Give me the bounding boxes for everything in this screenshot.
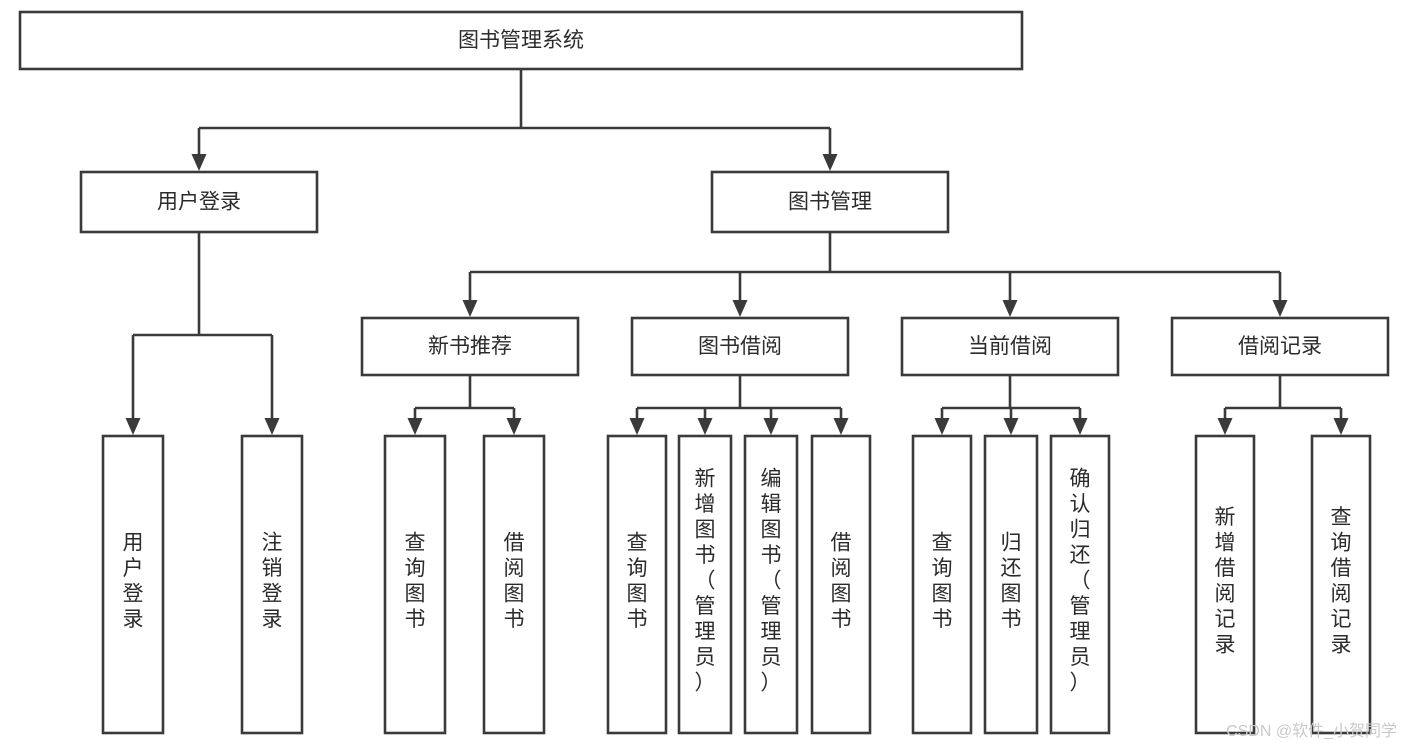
node-box-leaf-query-book-1	[383, 434, 447, 735]
node-new-book-rec[interactable]: 新书推荐	[360, 316, 580, 377]
node-label-leaf-query-book-1: 查询图书	[405, 531, 426, 631]
node-root[interactable]: 图书管理系统	[18, 10, 1024, 71]
node-leaf-query-book-3[interactable]: 查询图书	[911, 434, 973, 735]
node-label-book-borrow: 图书借阅	[698, 335, 782, 358]
node-box-borrow-record	[1170, 316, 1390, 377]
node-label-leaf-return-book: 归还图书	[1001, 531, 1022, 631]
arrow-head-icon-book-manage	[822, 154, 838, 171]
csdn-watermark: CSDN @软件_小贺同学	[1226, 723, 1397, 740]
node-box-leaf-return-book	[983, 434, 1039, 735]
arrow-head-icon-leaf-add-book	[697, 418, 713, 435]
node-label-leaf-query-record: 查询借阅记录	[1331, 506, 1352, 657]
node-box-leaf-logout	[240, 434, 304, 735]
arrow-head-icon-leaf-query-book-2	[629, 418, 645, 435]
node-label-new-book-rec: 新书推荐	[428, 335, 512, 358]
node-label-leaf-confirm-return: 确认归还（管理员）	[1070, 468, 1091, 695]
node-label-leaf-user-login: 用户登录	[123, 531, 144, 631]
node-label-leaf-query-book-3: 查询图书	[932, 531, 953, 631]
node-leaf-add-book[interactable]: 新增图书（管理员）	[677, 434, 733, 735]
node-box-leaf-borrow-book-1	[482, 434, 546, 735]
arrow-head-icon-leaf-edit-book	[763, 418, 779, 435]
arrow-head-icon-user-login	[191, 154, 207, 171]
node-label-borrow-record: 借阅记录	[1238, 335, 1322, 358]
node-book-borrow[interactable]: 图书借阅	[630, 316, 850, 377]
node-box-current-borrow	[900, 316, 1120, 377]
arrow-head-icon-book-borrow	[732, 300, 748, 317]
node-label-leaf-add-record: 新增借阅记录	[1215, 506, 1236, 657]
node-box-root	[18, 10, 1024, 71]
node-label-leaf-logout: 注销登录	[262, 531, 283, 631]
node-leaf-confirm-return[interactable]: 确认归还（管理员）	[1049, 434, 1111, 735]
node-box-new-book-rec	[360, 316, 580, 377]
arrow-head-icon-leaf-query-book-1	[407, 418, 423, 435]
arrow-head-icon-leaf-logout	[264, 418, 280, 435]
node-leaf-return-book[interactable]: 归还图书	[983, 434, 1039, 735]
arrow-head-icon-leaf-borrow-book-1	[506, 418, 522, 435]
arrow-head-icon-leaf-add-record	[1217, 418, 1233, 435]
node-box-book-borrow	[630, 316, 850, 377]
arrow-head-icon-leaf-query-book-3	[934, 418, 950, 435]
arrow-head-icon-borrow-record	[1272, 300, 1288, 317]
node-leaf-user-login[interactable]: 用户登录	[101, 434, 165, 735]
node-box-leaf-confirm-return	[1049, 434, 1111, 735]
node-leaf-borrow-book-2[interactable]: 借阅图书	[810, 434, 872, 735]
node-box-user-login	[79, 170, 319, 234]
node-box-leaf-query-book-3	[911, 434, 973, 735]
node-box-leaf-edit-book	[743, 434, 799, 735]
node-label-book-manage: 图书管理	[788, 191, 872, 214]
node-leaf-query-book-2[interactable]: 查询图书	[606, 434, 668, 735]
arrow-head-icon-leaf-confirm-return	[1072, 418, 1088, 435]
node-borrow-record[interactable]: 借阅记录	[1170, 316, 1390, 377]
node-leaf-query-record[interactable]: 查询借阅记录	[1310, 434, 1372, 735]
node-book-manage[interactable]: 图书管理	[710, 170, 950, 234]
node-label-user-login: 用户登录	[157, 191, 241, 214]
node-leaf-add-record[interactable]: 新增借阅记录	[1194, 434, 1256, 735]
node-user-login[interactable]: 用户登录	[79, 170, 319, 234]
node-leaf-query-book-1[interactable]: 查询图书	[383, 434, 447, 735]
node-label-leaf-add-book: 新增图书（管理员）	[695, 468, 716, 695]
node-current-borrow[interactable]: 当前借阅	[900, 316, 1120, 377]
node-box-leaf-query-record	[1310, 434, 1372, 735]
node-leaf-borrow-book-1[interactable]: 借阅图书	[482, 434, 546, 735]
arrow-head-icon-leaf-return-book	[1003, 418, 1019, 435]
node-box-leaf-add-book	[677, 434, 733, 735]
arrow-head-icon-leaf-query-record	[1333, 418, 1349, 435]
arrow-head-icon-leaf-user-login	[125, 418, 141, 435]
node-box-leaf-query-book-2	[606, 434, 668, 735]
node-leaf-logout[interactable]: 注销登录	[240, 434, 304, 735]
node-box-leaf-borrow-book-2	[810, 434, 872, 735]
node-label-leaf-edit-book: 编辑图书（管理员）	[761, 468, 782, 695]
arrow-head-icon-current-borrow	[1002, 300, 1018, 317]
arrow-head-icon-new-book-rec	[462, 300, 478, 317]
node-label-current-borrow: 当前借阅	[968, 335, 1052, 358]
node-leaf-edit-book[interactable]: 编辑图书（管理员）	[743, 434, 799, 735]
node-label-leaf-borrow-book-1: 借阅图书	[504, 531, 525, 631]
connector-layer	[125, 69, 1349, 435]
arrow-head-icon-leaf-borrow-book-2	[833, 418, 849, 435]
node-label-leaf-query-book-2: 查询图书	[627, 531, 648, 631]
node-box-leaf-add-record	[1194, 434, 1256, 735]
node-label-leaf-borrow-book-2: 借阅图书	[831, 531, 852, 631]
node-layer: 图书管理系统用户登录图书管理新书推荐图书借阅当前借阅借阅记录用户登录注销登录查询…	[18, 10, 1390, 735]
node-label-root: 图书管理系统	[458, 29, 584, 52]
node-box-book-manage	[710, 170, 950, 234]
node-box-leaf-user-login	[101, 434, 165, 735]
